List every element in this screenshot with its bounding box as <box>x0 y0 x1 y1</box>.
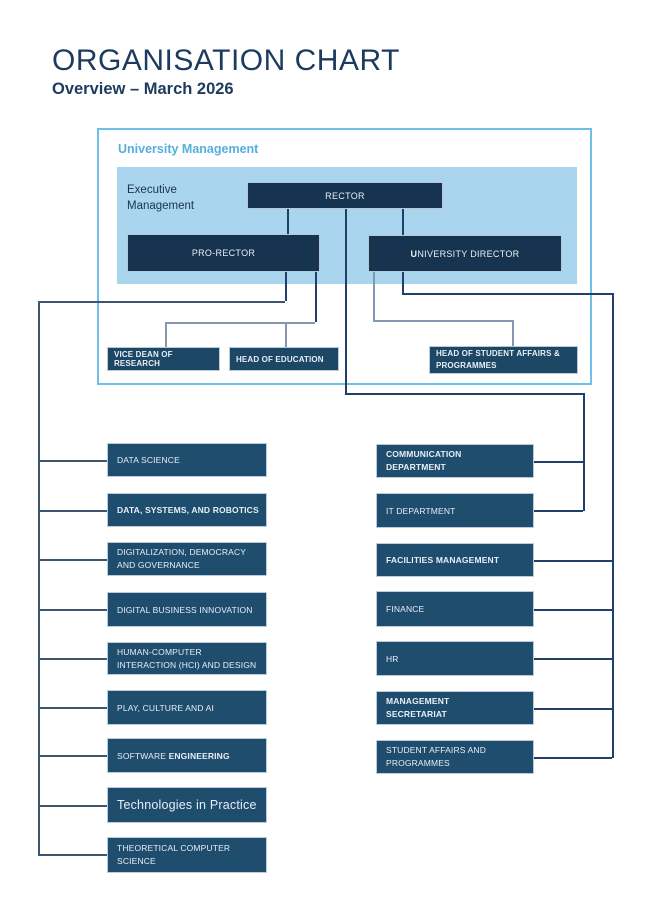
connector-line <box>534 757 612 759</box>
dept-box-finance: FINANCE <box>376 591 534 627</box>
connector-line <box>165 322 315 324</box>
org-box-label-line: HEAD OF STUDENT AFFAIRS & <box>436 349 560 359</box>
connector-line <box>38 755 107 757</box>
connector-line <box>285 272 287 301</box>
connector-line <box>402 272 404 293</box>
org-box-label: HEAD OF EDUCATION <box>236 354 324 364</box>
dept-label: FINANCE <box>386 604 425 614</box>
connector-line <box>345 393 583 395</box>
connector-line <box>583 393 585 511</box>
executive-management-label-line: Management <box>127 200 195 213</box>
org-box-university-director: UNIVERSITY DIRECTOR <box>368 235 562 272</box>
connector-line <box>38 510 107 512</box>
dept-label: HR <box>386 653 399 664</box>
connector-line <box>38 854 107 856</box>
dept-box-software-engineering: SOFTWARE ENGINEERING <box>107 738 267 773</box>
connector-line <box>373 320 512 322</box>
dept-label-line: HUMAN-COMPUTER <box>117 646 202 657</box>
connector-line <box>38 609 107 611</box>
connector-line <box>287 209 289 234</box>
dept-label-line: COMMUNICATION <box>386 449 462 460</box>
org-box-label: UNIVERSITY DIRECTOR <box>410 248 520 259</box>
dept-label-line: MANAGEMENT <box>386 696 450 707</box>
connector-line <box>165 322 167 347</box>
dept-label-line: AND GOVERNANCE <box>117 560 200 570</box>
connector-line <box>345 209 347 393</box>
connector-line <box>402 209 404 235</box>
dept-label-line: SECRETARIAT <box>386 709 447 719</box>
connector-line <box>38 301 285 303</box>
dept-box-data-systems-robotics: DATA, SYSTEMS, AND ROBOTICS <box>107 493 267 527</box>
connector-line <box>315 272 317 322</box>
dept-box-hci-and-design: HUMAN-COMPUTER INTERACTION (HCI) AND DES… <box>107 642 267 675</box>
connector-line <box>612 293 614 758</box>
connector-line <box>38 805 107 807</box>
connector-line <box>534 708 612 710</box>
org-box-vice-dean-of-research: VICE DEAN OF RESEARCH <box>107 347 220 371</box>
org-box-label: VICE DEAN OF RESEARCH <box>114 350 173 368</box>
dept-box-communication-department: COMMUNICATION DEPARTMENT <box>376 444 534 478</box>
executive-management-label: Executive Management <box>127 182 194 214</box>
university-management-frame <box>97 128 592 385</box>
org-box-head-of-education: HEAD OF EDUCATION <box>229 347 339 371</box>
dept-label-line: THEORETICAL COMPUTER <box>117 843 231 854</box>
connector-line <box>38 301 40 854</box>
dept-box-technologies-in-practice: Technologies in Practice <box>107 787 267 823</box>
dept-box-student-affairs-programmes: STUDENT AFFAIRS AND PROGRAMMES <box>376 740 534 774</box>
org-box-head-of-student-affairs: HEAD OF STUDENT AFFAIRS & PROGRAMMES <box>429 346 578 374</box>
dept-label-line: SCIENCE <box>117 856 156 866</box>
connector-line <box>373 272 375 320</box>
dept-box-management-secretariat: MANAGEMENT SECRETARIAT <box>376 691 534 725</box>
dept-box-play-culture-ai: PLAY, CULTURE AND AI <box>107 690 267 725</box>
connector-line <box>534 658 612 660</box>
dept-label: DATA, SYSTEMS, AND ROBOTICS <box>117 505 259 515</box>
org-box-label: PRO-RECTOR <box>191 248 256 258</box>
connector-line <box>534 461 583 463</box>
connector-line <box>38 658 107 660</box>
org-box-pro-rector: PRO-RECTOR <box>127 234 320 272</box>
connector-line <box>512 320 514 347</box>
connector-line <box>402 293 612 295</box>
dept-label: IT DEPARTMENT <box>386 505 456 516</box>
dept-box-it-department: IT DEPARTMENT <box>376 493 534 528</box>
dept-label-line: DEPARTMENT <box>386 462 446 472</box>
dept-label-line: PROGRAMMES <box>386 758 450 768</box>
dept-label: Technologies in Practice <box>117 798 257 812</box>
dept-label: DIGITAL BUSINESS INNOVATION <box>117 604 253 615</box>
connector-line <box>534 609 612 611</box>
connector-line <box>534 510 583 512</box>
dept-box-digital-business-innovation: DIGITAL BUSINESS INNOVATION <box>107 592 267 627</box>
org-box-rector: RECTOR <box>247 182 443 209</box>
dept-label-line: DIGITALIZATION, DEMOCRACY <box>117 547 247 558</box>
executive-management-label-line: Executive <box>127 184 177 196</box>
dept-label: PLAY, CULTURE AND AI <box>117 702 215 713</box>
dept-box-facilities-management: FACILITIES MANAGEMENT <box>376 543 534 577</box>
dept-label-line: INTERACTION (HCI) AND DESIGN <box>117 659 257 670</box>
connector-line <box>38 559 107 561</box>
page-subtitle: Overview – March 2026 <box>52 80 234 98</box>
org-box-label: RECTOR <box>325 190 365 201</box>
dept-box-hr: HR <box>376 641 534 676</box>
dept-box-digitalization-democracy-governance: DIGITALIZATION, DEMOCRACY AND GOVERNANCE <box>107 542 267 576</box>
connector-line <box>38 460 107 462</box>
connector-line <box>285 322 287 347</box>
dept-label: FACILITIES MANAGEMENT <box>386 555 500 565</box>
university-management-label: University Management <box>118 142 259 156</box>
dept-label: SOFTWARE ENGINEERING <box>117 750 230 761</box>
connector-line <box>38 707 107 709</box>
connector-line <box>534 560 612 562</box>
page-title: ORGANISATION CHART <box>52 44 400 77</box>
dept-box-data-science: DATA SCIENCE <box>107 443 267 477</box>
dept-box-theoretical-computer-science: THEORETICAL COMPUTER SCIENCE <box>107 837 267 873</box>
org-box-label-line: PROGRAMMES <box>436 361 497 370</box>
dept-label-line: STUDENT AFFAIRS AND <box>386 745 486 756</box>
dept-label: DATA SCIENCE <box>117 455 180 465</box>
